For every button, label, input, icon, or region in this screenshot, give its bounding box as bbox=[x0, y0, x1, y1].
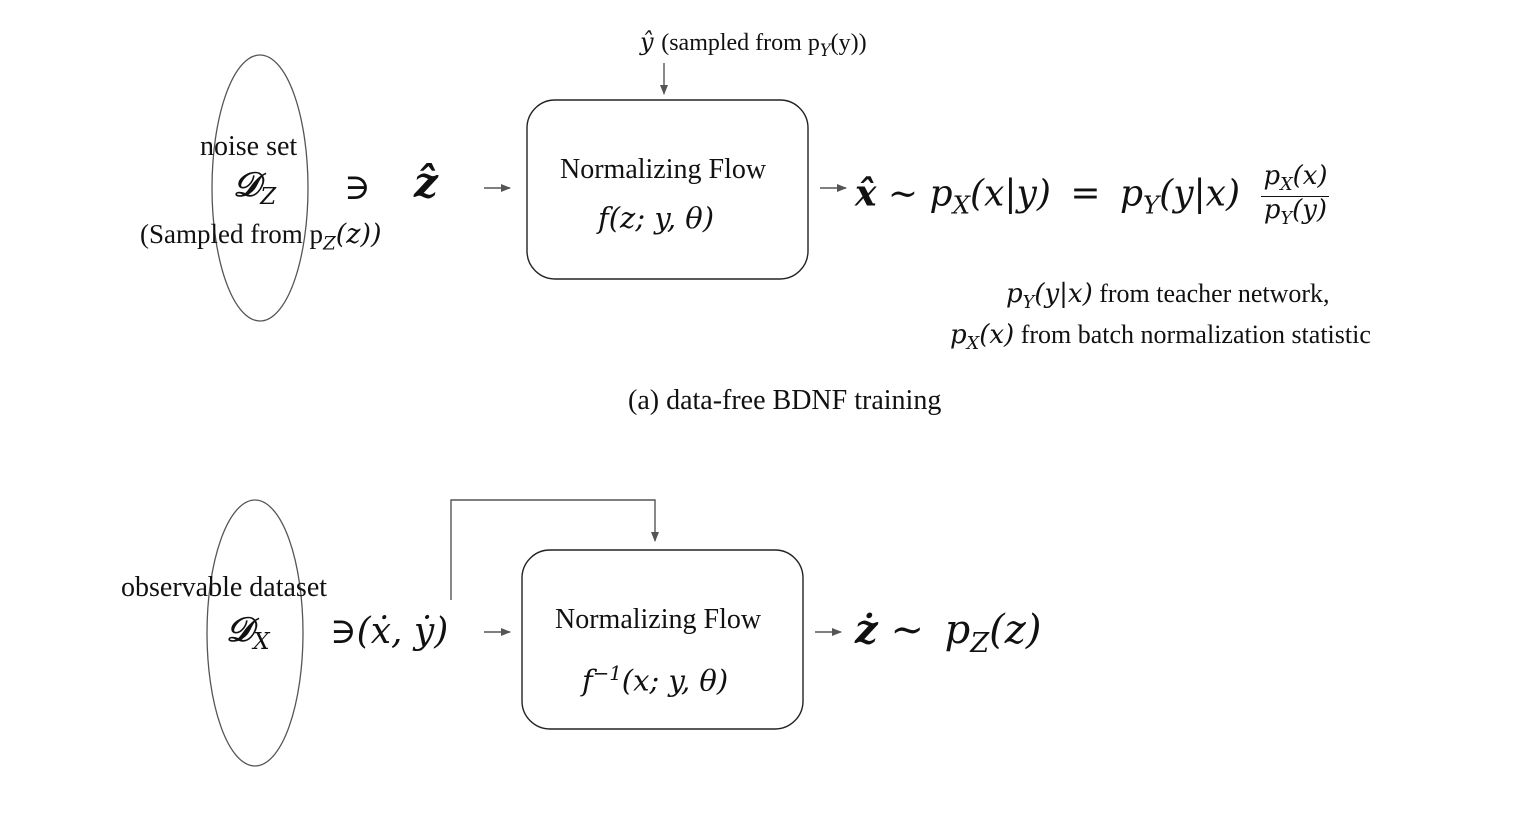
p-z-arg: (z) bbox=[989, 607, 1042, 653]
noise-set-symbol: 𝒟Z bbox=[233, 168, 276, 209]
sampled-from-tail: (z)) bbox=[335, 219, 382, 250]
bn-note-p: p bbox=[950, 320, 967, 350]
p-x-given-y-arg: (x|y) bbox=[970, 173, 1051, 215]
p-y-given-x: p bbox=[1119, 173, 1143, 215]
flow-box-b-args: (x; y, θ) bbox=[621, 663, 729, 698]
y-hat-note-sub: Y bbox=[819, 40, 831, 60]
z-hat-symbol: ẑ bbox=[414, 158, 438, 207]
teacher-note-p: p bbox=[1006, 279, 1023, 309]
teacher-note-arg: (y|x) bbox=[1034, 279, 1093, 309]
noise-set-D-sub: Z bbox=[260, 183, 277, 210]
flow-box-b-formula: f−1(x; y, θ) bbox=[582, 664, 728, 696]
bn-note-sub: X bbox=[966, 334, 980, 355]
y-dot-feedback-arrow bbox=[450, 499, 659, 600]
dataset-ellipse bbox=[206, 499, 304, 767]
bn-note: pX(x) from batch normalization statistic bbox=[950, 322, 1371, 354]
output-latent: ż ∼ pZ(z) bbox=[855, 607, 1042, 659]
p-z-sub: Z bbox=[970, 628, 990, 659]
bn-note-text: from batch normalization statistic bbox=[1014, 320, 1371, 349]
teacher-note-sub: Y bbox=[1022, 293, 1035, 314]
teacher-note: pY(y|x) from teacher network, bbox=[1006, 281, 1330, 313]
flow-box-b-f: f bbox=[582, 663, 593, 698]
dataset-D: 𝒟 bbox=[226, 610, 254, 650]
flow-box-a-formula: f(z; y, θ) bbox=[598, 201, 715, 235]
p-x-given-y: p bbox=[929, 173, 953, 215]
dataset-label: observable dataset bbox=[121, 572, 328, 603]
equals-sign: = bbox=[1070, 173, 1101, 215]
p-y-given-x-arg: (y|x) bbox=[1159, 173, 1241, 215]
y-hat-note: (sampled from p bbox=[661, 30, 820, 56]
p-y-given-x-sub: Y bbox=[1143, 190, 1160, 220]
y-hat-note-tail: (y)) bbox=[830, 30, 867, 56]
flow-box-a-title: Normalizing Flow bbox=[560, 154, 767, 185]
p-z: p bbox=[944, 607, 971, 653]
output-equation: x̂ ∼ pX(x|y) = pY(y|x) pX(x) pY(y) bbox=[855, 161, 1330, 229]
sampled-from-label: (Sampled from pZ(z)) bbox=[140, 221, 382, 254]
density-ratio-den: pY(y) bbox=[1263, 194, 1327, 229]
p-x-given-y-sub: X bbox=[952, 190, 971, 220]
member-symbol-a: ∋ bbox=[344, 167, 371, 208]
flow-box-b-title: Normalizing Flow bbox=[555, 604, 762, 635]
tilde-a: ∼ bbox=[887, 173, 919, 215]
noise-set-label: noise set bbox=[200, 131, 298, 162]
caption-a: (a) data-free BDNF training bbox=[628, 385, 942, 416]
bn-note-arg: (x) bbox=[979, 320, 1015, 350]
tilde-b: ∼ bbox=[890, 607, 924, 653]
noise-set-D: 𝒟 bbox=[233, 165, 261, 205]
x-hat-symbol: x̂ bbox=[855, 172, 877, 215]
density-ratio: pX(x) pY(y) bbox=[1261, 161, 1330, 229]
normalizing-flow-box-a bbox=[526, 99, 809, 280]
y-hat-annotation: ŷ (sampled from pY(y)) bbox=[640, 30, 867, 59]
dataset-symbol: 𝒟X bbox=[226, 613, 270, 654]
sampled-from-sub: Z bbox=[322, 233, 336, 255]
normalizing-flow-box-b bbox=[521, 549, 804, 730]
z-dot-symbol: ż bbox=[855, 606, 878, 653]
flow-box-b-sup: −1 bbox=[592, 662, 622, 685]
density-ratio-num: pX(x) bbox=[1261, 161, 1330, 197]
y-hat-symbol: ŷ bbox=[640, 28, 654, 56]
pair-symbol: ∋(ẋ, ẏ) bbox=[330, 611, 449, 652]
sampled-from-text: (Sampled from p bbox=[140, 219, 323, 249]
noise-set-ellipse bbox=[211, 54, 309, 322]
dataset-D-sub: X bbox=[253, 628, 270, 655]
teacher-note-text: from teacher network, bbox=[1092, 279, 1330, 308]
